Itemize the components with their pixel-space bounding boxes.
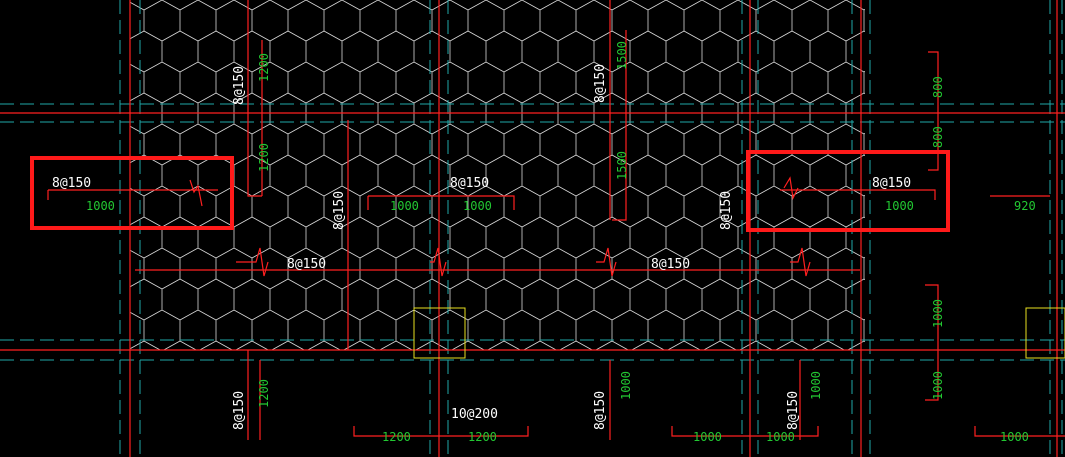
dim-vert-1500-mid[interactable]: 1500 <box>615 151 629 180</box>
label-rebar-right-box[interactable]: 8@150 <box>872 176 911 191</box>
dim-vert-1200-top[interactable]: 1200 <box>257 53 271 82</box>
label-rebar-vert-mid-a[interactable]: 8@150 <box>332 191 347 230</box>
label-rebar-vert-top-center[interactable]: 8@150 <box>593 64 608 103</box>
label-rebar-bottom-center[interactable]: 10@200 <box>451 407 498 422</box>
highlight-boxes <box>30 150 950 232</box>
label-rebar-horiz-a[interactable]: 8@150 <box>287 257 326 272</box>
label-rebar-vert-mid-right[interactable]: 8@150 <box>719 191 734 230</box>
dim-920[interactable]: 920 <box>1014 199 1036 213</box>
dim-vert-1200-bl[interactable]: 1200 <box>257 379 271 408</box>
dim-vert-1200-mid[interactable]: 1200 <box>257 143 271 172</box>
dim-bottom-1200a[interactable]: 1200 <box>382 430 411 444</box>
dim-bottom-1000a[interactable]: 1000 <box>693 430 722 444</box>
slab-hatch <box>130 0 865 350</box>
dim-bottom-1200b[interactable]: 1200 <box>468 430 497 444</box>
label-rebar-vert-bottom-center[interactable]: 8@150 <box>593 391 608 430</box>
dim-vert-1000-bv2[interactable]: 1000 <box>809 371 823 400</box>
dim-left-1000[interactable]: 1000 <box>86 199 115 213</box>
dim-vert-1000-r1[interactable]: 1000 <box>931 299 945 328</box>
rebar-labels: 8@150 8@150 8@150 8@150 8@150 10@200 8@1… <box>52 64 911 430</box>
dim-vert-1500-top[interactable]: 1500 <box>615 41 629 70</box>
column-right[interactable] <box>1025 307 1065 359</box>
label-rebar-left[interactable]: 8@150 <box>52 176 91 191</box>
dim-vert-1000-r2[interactable]: 1000 <box>931 371 945 400</box>
highlight-box-right[interactable] <box>746 150 950 232</box>
dimension-labels: 1000 1000 1000 1000 920 1200 1200 1000 1… <box>86 41 1036 444</box>
dim-center-1000a[interactable]: 1000 <box>390 199 419 213</box>
label-rebar-vert-bottom-left[interactable]: 8@150 <box>232 391 247 430</box>
dim-center-1000b[interactable]: 1000 <box>463 199 492 213</box>
dim-vert-800-mid[interactable]: 800 <box>931 126 945 148</box>
column-center[interactable] <box>413 307 466 359</box>
dim-rbox-1000[interactable]: 1000 <box>885 199 914 213</box>
dim-bottom-1000b[interactable]: 1000 <box>766 430 795 444</box>
label-rebar-vert-bottom-right[interactable]: 8@150 <box>786 391 801 430</box>
label-rebar-center[interactable]: 8@150 <box>450 176 489 191</box>
columns <box>413 307 1065 359</box>
label-rebar-vert-top-left[interactable]: 8@150 <box>232 66 247 105</box>
highlight-box-left[interactable] <box>30 156 234 230</box>
dim-vert-1000-bv[interactable]: 1000 <box>619 371 633 400</box>
dim-vert-800-top[interactable]: 800 <box>931 76 945 98</box>
dim-bottom-1000c[interactable]: 1000 <box>1000 430 1029 444</box>
label-rebar-horiz-b[interactable]: 8@150 <box>651 257 690 272</box>
